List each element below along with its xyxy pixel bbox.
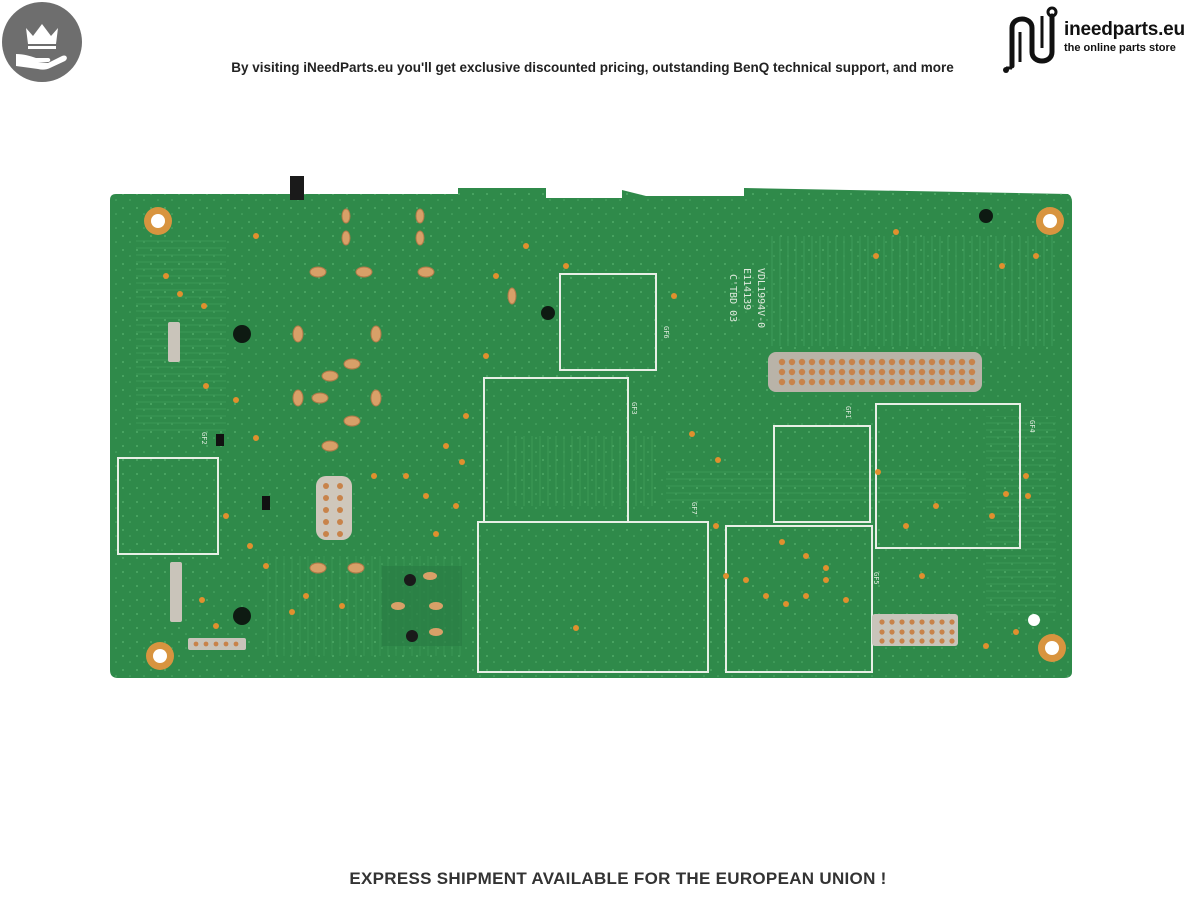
label-gf5: GF5: [872, 572, 880, 585]
logo-subtitle: the online parts store: [1064, 42, 1176, 54]
label-gf3: GF3: [630, 402, 638, 415]
board-cert-text: E114139: [741, 268, 752, 310]
crown-on-hand-icon: [2, 2, 82, 82]
label-gf6: GF6: [662, 326, 670, 339]
benq-mainboard-image: GF6 GF3 GF1 GF4 GF2 GF7 GF5 VDL1994V-0 E…: [106, 176, 1074, 684]
logo-name: ineedparts.eu: [1064, 19, 1185, 40]
ineedparts-logo[interactable]: ineedparts.eu the online parts store: [1000, 2, 1196, 78]
board-model-text: VDL1994V-0: [755, 268, 766, 328]
label-gf2: GF2: [200, 432, 208, 445]
label-gf7: GF7: [690, 502, 698, 515]
label-gf4: GF4: [1028, 420, 1036, 433]
promo-tagline: By visiting iNeedParts.eu you'll get exc…: [231, 60, 954, 75]
ineedparts-logo-mark-icon: [1003, 6, 1058, 73]
shipment-banner: EXPRESS SHIPMENT AVAILABLE FOR THE EUROP…: [349, 869, 887, 888]
label-gf1: GF1: [844, 406, 852, 419]
board-rev-text: C'TBD 03: [727, 274, 738, 322]
